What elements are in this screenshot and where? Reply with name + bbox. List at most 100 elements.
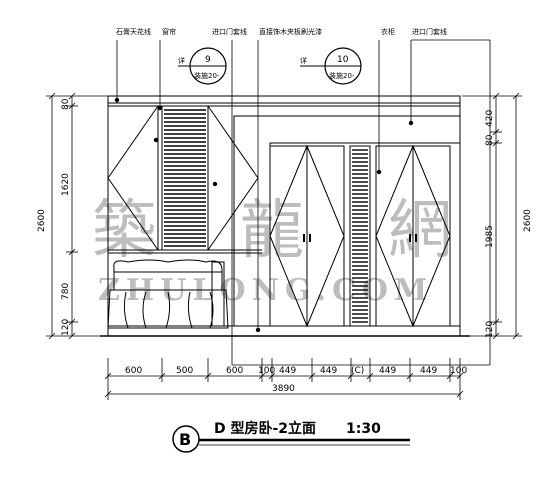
door-diamond — [375, 144, 451, 328]
leader-dot — [255, 327, 261, 333]
dimension-left — [46, 92, 108, 340]
leader-dot — [157, 105, 163, 111]
wardrobe-slat-panel — [349, 145, 371, 327]
skirt-fold — [187, 291, 193, 329]
dim-left-seg-3: 780 — [61, 283, 71, 300]
dim-bottom-overall: 3890 — [272, 384, 295, 394]
dim-bottom-seg-2: 500 — [176, 366, 193, 376]
dim-slash — [512, 92, 520, 100]
dim-slash — [456, 390, 464, 398]
dim-slash — [68, 92, 76, 100]
dim-slash — [104, 390, 112, 398]
dim-bottom-seg-8: 449 — [379, 366, 396, 376]
detail-tag-left-number: 9 — [205, 55, 211, 65]
watermark-char-3: 網 — [388, 194, 452, 268]
dim-slash — [308, 372, 316, 380]
drawing-scale: 1:30 — [346, 421, 381, 437]
dim-left-seg-4: 120 — [61, 319, 71, 336]
detail-tag-left — [178, 47, 227, 85]
dim-slash — [48, 332, 56, 340]
dim-right-seg-1: 420 — [485, 110, 495, 127]
detail-tag-right-number: 10 — [337, 55, 349, 65]
dim-slash — [347, 372, 355, 380]
window-diamond-line — [107, 177, 159, 251]
dim-slash — [68, 332, 76, 340]
dim-slash — [68, 248, 76, 256]
window-diamond-line — [207, 177, 259, 251]
dim-bottom-seg-1: 600 — [125, 366, 142, 376]
dim-bottom-seg-3: 600 — [226, 366, 243, 376]
dim-bottom-seg-7: (C) — [351, 366, 364, 376]
watermark-char-1: 築 — [92, 194, 156, 268]
side-table — [211, 261, 225, 327]
skirt-fold — [123, 291, 129, 329]
callout-door-trim: 进口门套线 — [212, 27, 247, 36]
detail-tag-left-prefix: 详 — [178, 56, 185, 65]
wardrobe-slats — [352, 149, 368, 323]
dim-slash — [158, 372, 166, 380]
dim-slash — [204, 372, 212, 380]
dim-slash — [366, 372, 374, 380]
dim-slash — [492, 318, 500, 326]
dim-slash — [268, 372, 276, 380]
detail-tag-right — [300, 47, 362, 85]
dim-right-seg-4: 120 — [485, 321, 495, 338]
section-mark-letter: B — [179, 430, 191, 449]
watermark: 築 龍 網 ZHULONG.COM — [92, 194, 452, 308]
drawing-title: D 型房卧-2立面 — [214, 420, 316, 437]
dim-left-overall: 2600 — [37, 209, 47, 232]
dim-slash — [104, 372, 112, 380]
dim-left-seg-1: 80 — [61, 98, 71, 110]
dim-bottom-seg-9: 449 — [420, 366, 437, 376]
detail-tag-right-prefix: 详 — [300, 56, 307, 65]
blind-slats — [164, 109, 206, 247]
dim-slash — [492, 139, 500, 147]
detail-tag-left-sheet: 装施20- — [194, 71, 220, 80]
leader-dot — [114, 97, 120, 103]
callout-door-trim-2: 进口门套线 — [412, 27, 447, 36]
leader-dot — [376, 169, 382, 175]
dim-slash — [258, 372, 266, 380]
title-block: B D 型房卧-2立面 1:30 — [172, 420, 410, 453]
dim-bottom-seg-10: 100 — [450, 366, 467, 376]
callout-panel: 直接饰木夹板刷光漆 — [259, 27, 322, 36]
wardrobe — [269, 142, 461, 328]
blind-frame — [161, 105, 209, 251]
dim-bottom-seg-4: 100 — [258, 366, 275, 376]
dim-right-seg-2: 80 — [485, 134, 495, 146]
callout-leaders — [114, 39, 491, 366]
louvered-blind — [161, 105, 209, 251]
leader-dot — [153, 137, 159, 143]
dim-slash — [492, 128, 500, 136]
dim-slash — [406, 372, 414, 380]
door-diamond — [269, 144, 345, 328]
window-diamond-line — [107, 105, 159, 179]
dim-slash — [492, 92, 500, 100]
skirt-fold — [209, 291, 214, 329]
detail-tag-right-sheet: 装施20- — [329, 71, 355, 80]
dim-slash — [68, 318, 76, 326]
dim-slash — [492, 332, 500, 340]
dim-bottom-seg-5: 449 — [279, 366, 296, 376]
callout-wardrobe: 衣柜 — [381, 27, 395, 36]
dim-bottom-seg-6: 449 — [320, 366, 337, 376]
dim-slash — [48, 92, 56, 100]
dim-slash — [512, 332, 520, 340]
skirt-fold — [165, 291, 171, 329]
chair-with-skirt — [107, 259, 229, 329]
leader-dot — [408, 120, 414, 126]
dim-slash — [456, 372, 464, 380]
dim-right-seg-3: 1985 — [485, 225, 495, 248]
dim-right-overall: 2600 — [523, 209, 533, 232]
dim-slash — [68, 102, 76, 110]
window-diamond-line — [207, 105, 259, 179]
chair-back — [113, 259, 223, 291]
dimension-right — [462, 92, 522, 340]
skirt-fold — [142, 291, 147, 329]
callout-curtain: 窗帘 — [162, 27, 176, 36]
callout-ceiling: 石膏天花线 — [116, 27, 151, 36]
leader-dot — [212, 181, 218, 187]
dimension-bottom — [104, 358, 464, 400]
chair-skirt — [107, 289, 229, 329]
